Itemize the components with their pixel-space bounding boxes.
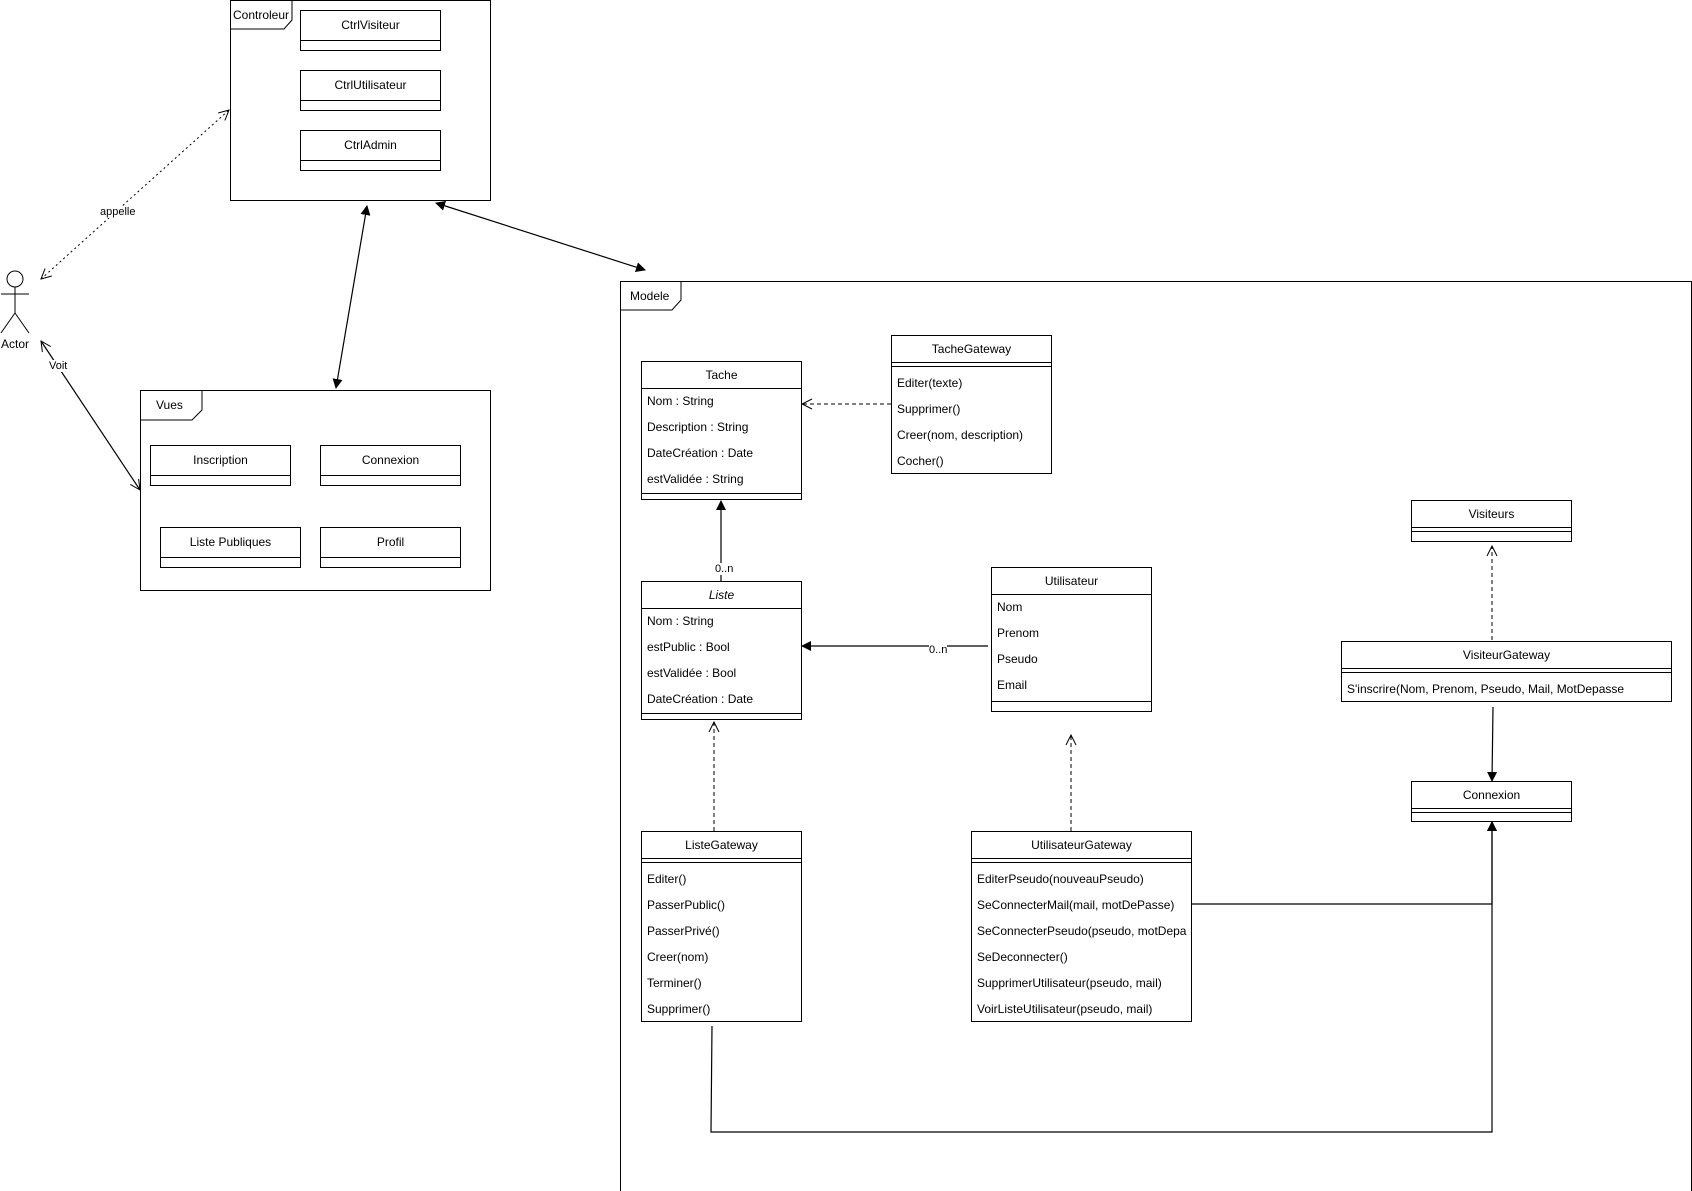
label-voit: Voit	[49, 360, 68, 372]
view-connexion[interactable]: Connexion	[320, 445, 461, 486]
method: VoirListeUtilisateur(pseudo, mail)	[977, 1002, 1153, 1016]
class-name: CtrlVisiteur	[301, 11, 440, 41]
class-name: CtrlUtilisateur	[301, 71, 440, 101]
label-multiplicity-utilisateur: 0..n	[929, 644, 948, 656]
attribute: Pseudo	[997, 652, 1038, 666]
method-list: S'inscrire(Nom, Prenom, Pseudo, Mail, Mo…	[1342, 676, 1671, 702]
class-ctrladmin[interactable]: CtrlAdmin	[300, 130, 441, 171]
method: Supprimer()	[897, 402, 961, 416]
separator	[992, 701, 1151, 702]
class-ctrlvisiteur[interactable]: CtrlVisiteur	[300, 10, 441, 51]
class-ctrlutilisateur[interactable]: CtrlUtilisateur	[300, 70, 441, 111]
separator	[642, 862, 801, 863]
separator	[972, 862, 1191, 863]
attribute: Prenom	[997, 626, 1040, 640]
view-liste-publiques[interactable]: Liste Publiques	[160, 527, 301, 568]
link-listegateway-connexion	[710, 821, 1497, 1133]
view-name: Liste Publiques	[161, 528, 300, 558]
class-name: Connexion	[1412, 782, 1571, 809]
class-utilisateurgateway[interactable]: UtilisateurGateway EditerPseudo(nouveauP…	[971, 831, 1192, 1022]
attribute-list: Nom : String estPublic : Bool estValidée…	[642, 608, 801, 712]
attribute: Nom	[997, 600, 1023, 614]
view-name: Connexion	[321, 446, 460, 476]
class-visiteurgateway[interactable]: VisiteurGateway S'inscrire(Nom, Prenom, …	[1341, 641, 1672, 702]
class-liste[interactable]: Liste Nom : String estPublic : Bool estV…	[641, 581, 802, 720]
method: Editer(texte)	[897, 376, 963, 390]
link-controleur-modele	[435, 200, 646, 273]
class-visiteurs[interactable]: Visiteurs	[1411, 500, 1572, 542]
class-name: Tache	[642, 362, 801, 389]
method-list: Editer() PasserPublic() PasserPrivé() Cr…	[642, 866, 801, 1022]
modele-title: Modele	[630, 289, 670, 303]
attribute: DateCréation : Date	[647, 692, 754, 706]
class-tachegateway[interactable]: TacheGateway Editer(texte) Supprimer() C…	[891, 335, 1052, 474]
method: Creer(nom, description)	[897, 428, 1024, 442]
separator	[642, 493, 801, 494]
attribute: Nom : String	[647, 394, 714, 408]
attribute: estValidée : Bool	[647, 666, 737, 680]
view-name: Profil	[321, 528, 460, 558]
separator	[642, 713, 801, 714]
link-appelle	[41, 110, 229, 279]
actor-figure	[0, 270, 30, 334]
method: EditerPseudo(nouveauPseudo)	[977, 872, 1144, 886]
class-name: VisiteurGateway	[1342, 642, 1671, 669]
attribute: estValidée : String	[647, 472, 744, 486]
class-name: UtilisateurGateway	[972, 832, 1191, 859]
attribute-list: Nom : String Description : String DateCr…	[642, 388, 801, 492]
class-name: Utilisateur	[992, 568, 1151, 595]
class-name: ListeGateway	[642, 832, 801, 859]
controleur-tab-notch	[231, 1, 293, 30]
label-appelle: appelle	[100, 206, 136, 218]
class-name: Liste	[642, 582, 801, 609]
method: SeConnecterMail(mail, motDePasse)	[977, 898, 1175, 912]
vues-package[interactable]: Vues	[140, 390, 491, 591]
method: Editer()	[647, 872, 687, 886]
attribute: Email	[997, 678, 1028, 692]
method-list: EditerPseudo(nouveauPseudo) SeConnecterM…	[972, 866, 1191, 1022]
class-connexion[interactable]: Connexion	[1411, 781, 1572, 822]
attribute: DateCréation : Date	[647, 446, 754, 460]
controleur-title: Controleur	[233, 8, 290, 22]
method: PasserPrivé()	[647, 924, 720, 938]
class-name: CtrlAdmin	[301, 131, 440, 161]
class-tache[interactable]: Tache Nom : String Description : String …	[641, 361, 802, 500]
controleur-package[interactable]: Controleur	[230, 0, 491, 201]
separator	[1342, 672, 1671, 673]
class-utilisateur[interactable]: Utilisateur Nom Prenom Pseudo Email	[991, 567, 1152, 712]
method: Creer(nom)	[647, 950, 709, 964]
attribute: Description : String	[647, 420, 749, 434]
actor-label: Actor	[1, 337, 30, 351]
class-name: TacheGateway	[892, 336, 1051, 363]
view-name: Inscription	[151, 446, 290, 476]
attribute: estPublic : Bool	[647, 640, 730, 654]
separator	[892, 366, 1051, 367]
method: SeDeconnecter()	[977, 950, 1068, 964]
method: S'inscrire(Nom, Prenom, Pseudo, Mail, Mo…	[1347, 682, 1625, 696]
class-listegateway[interactable]: ListeGateway Editer() PasserPublic() Pas…	[641, 831, 802, 1022]
view-inscription[interactable]: Inscription	[150, 445, 291, 486]
link-controleur-vues	[332, 205, 371, 389]
label-multiplicity-tache: 0..n	[715, 563, 734, 575]
view-profil[interactable]: Profil	[320, 527, 461, 568]
link-visiteurgateway-connexion	[1487, 706, 1498, 782]
vues-title: Vues	[156, 398, 183, 412]
attribute: Nom : String	[647, 614, 714, 628]
modele-tab-notch	[621, 282, 682, 311]
method: Supprimer()	[647, 1002, 711, 1016]
method: SeConnecterPseudo(pseudo, motDepa	[977, 924, 1187, 938]
attribute-list: Nom Prenom Pseudo Email	[992, 594, 1151, 698]
method: Cocher()	[897, 454, 944, 468]
separator	[1412, 531, 1571, 532]
method-list: Editer(texte) Supprimer() Creer(nom, des…	[892, 370, 1051, 474]
class-name: Visiteurs	[1412, 501, 1571, 528]
separator	[1412, 812, 1571, 813]
method: PasserPublic()	[647, 898, 726, 912]
method: Terminer()	[647, 976, 702, 990]
method: SupprimerUtilisateur(pseudo, mail)	[977, 976, 1162, 990]
vues-tab-notch	[141, 391, 203, 421]
